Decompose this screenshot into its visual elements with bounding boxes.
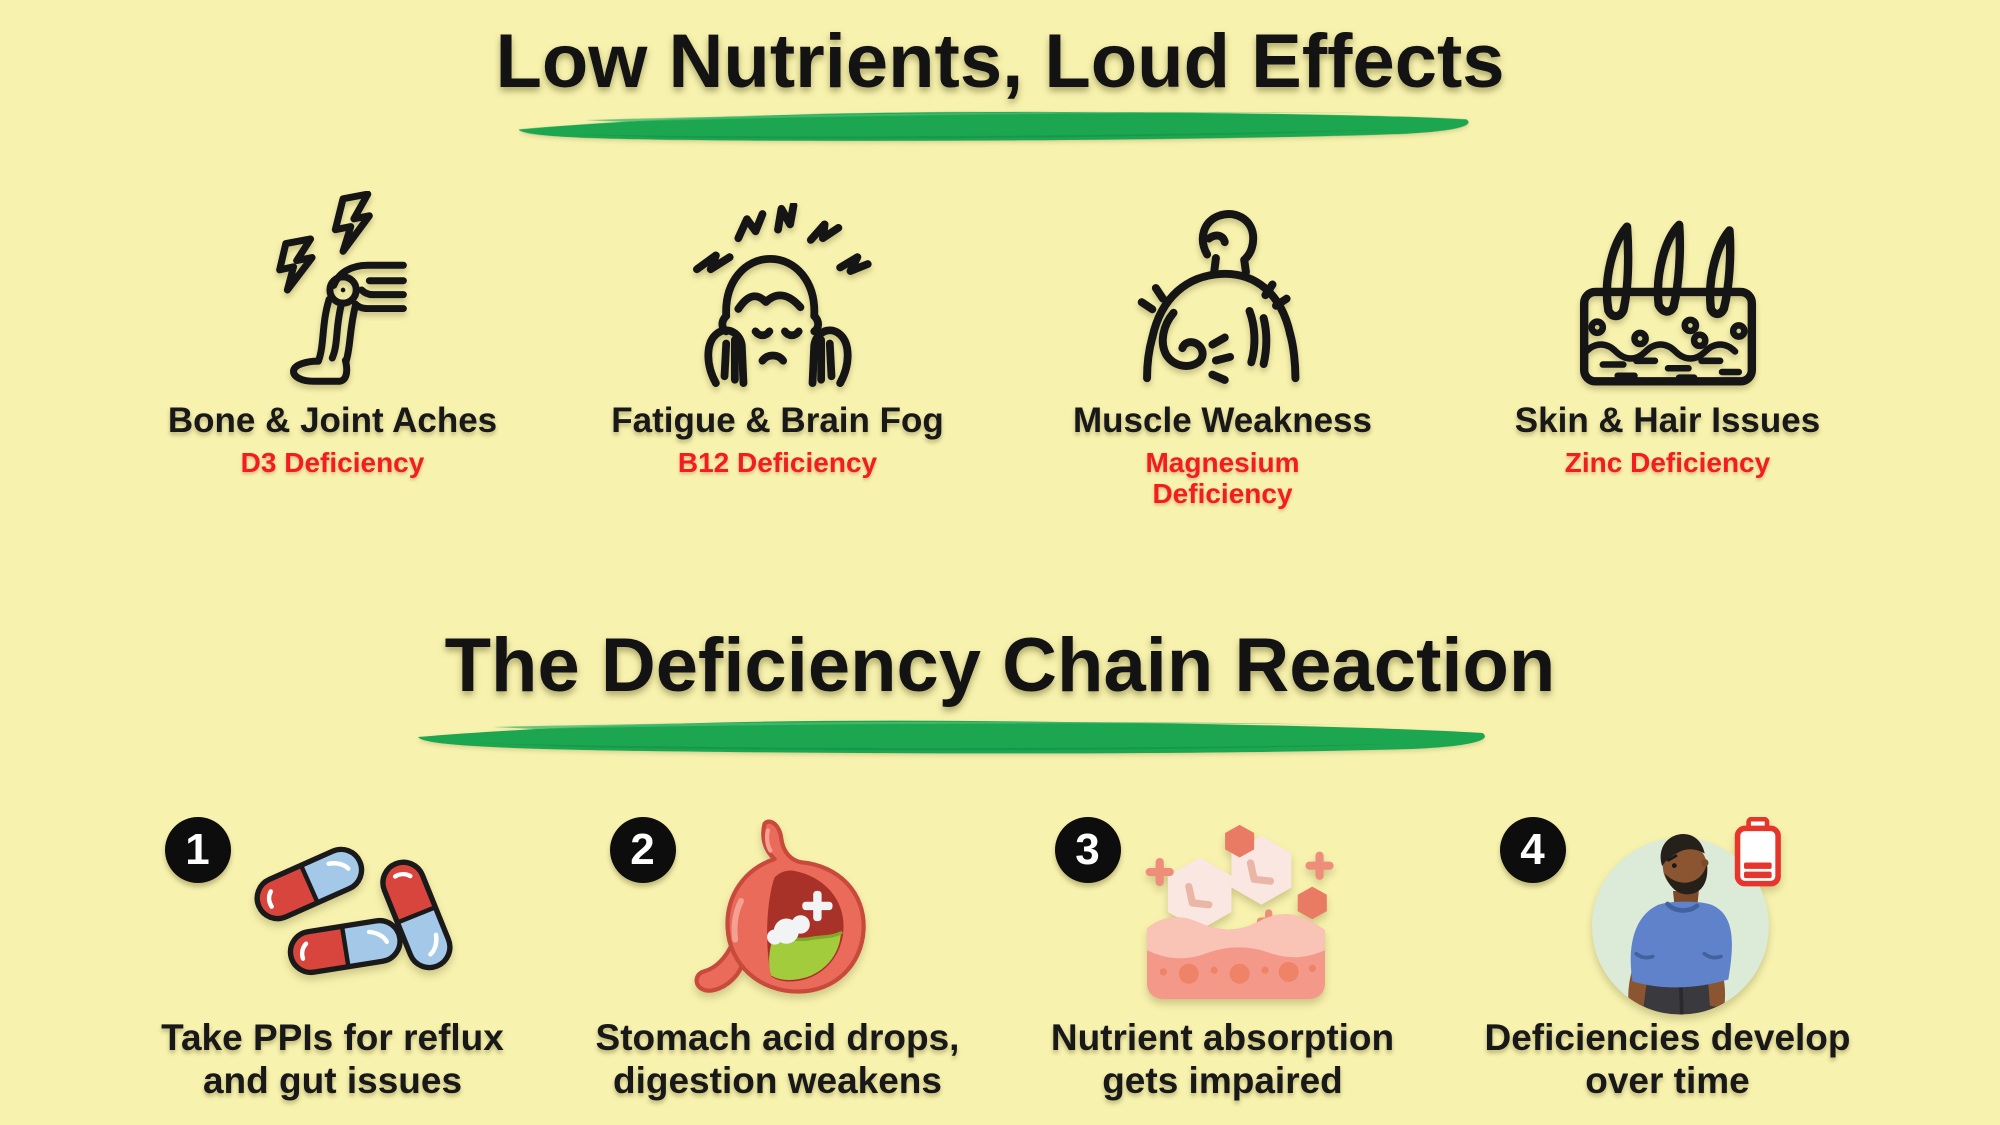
step-4: 4	[1445, 816, 1890, 1103]
green-brush-underline	[518, 111, 1468, 141]
symptom-label: Bone & Joint Aches	[167, 401, 498, 441]
step-text-line2: over time	[1585, 1059, 1750, 1101]
step-number-badge: 2	[609, 816, 676, 883]
stomach-acid-illustration	[694, 819, 866, 994]
step-text-line1: Deficiencies develop	[1484, 1016, 1851, 1058]
step-text-line2: gets impaired	[1102, 1059, 1343, 1101]
deficiency-label: B12 Deficiency	[677, 447, 878, 479]
symptom-label: Skin & Hair Issues	[1514, 401, 1821, 441]
symptom-skin-hair: Skin & Hair Issues Zinc Deficiency	[1445, 184, 1890, 510]
step-text-line2: and gut issues	[202, 1059, 463, 1101]
step-3: 3	[1000, 816, 1445, 1103]
step-text-line1: Take PPIs for reflux	[161, 1016, 504, 1058]
headache-fatigue-icon	[692, 203, 872, 388]
step-text-line1: Stomach acid drops,	[595, 1016, 960, 1058]
symptom-muscle-weakness: Muscle Weakness Magnesium Deficiency	[1000, 184, 1445, 510]
steps-row: 1	[110, 816, 1890, 1103]
symptom-bone-joint: Bone & Joint Aches D3 Deficiency	[110, 184, 555, 510]
back-muscle-pain-icon	[1137, 210, 1299, 384]
deficiency-label: D3 Deficiency	[240, 447, 425, 479]
deficiency-label: Magnesium Deficiency	[1145, 447, 1300, 510]
step-text-line1: Nutrient absorption	[1050, 1016, 1395, 1058]
gut-lining-absorption-illustration	[1145, 824, 1334, 999]
step-number-badge: 4	[1499, 816, 1566, 883]
symptom-label: Muscle Weakness	[1073, 401, 1372, 441]
step-1: 1	[110, 816, 555, 1103]
green-brush-underline	[417, 720, 1485, 754]
symptom-label: Fatigue & Brain Fog	[611, 401, 944, 441]
symptom-fatigue: Fatigue & Brain Fog B12 Deficiency	[555, 184, 1000, 510]
step-number-badge: 3	[1054, 816, 1121, 883]
section1-title: Low Nutrients, Loud Effects	[495, 19, 1505, 104]
step-number-badge: 1	[164, 816, 231, 883]
ppi-capsules-illustration	[227, 817, 479, 995]
deficiency-label: Zinc Deficiency	[1564, 447, 1771, 479]
symptoms-row: Bone & Joint Aches D3 Deficiency	[110, 184, 1890, 510]
skin-hair-follicles-icon	[1579, 220, 1756, 386]
section2-title: The Deficiency Chain Reaction	[444, 622, 1556, 708]
step-2: 2 Stomach acid drops,	[555, 816, 1000, 1103]
knee-joint-pain-icon	[275, 191, 407, 385]
low-battery-icon	[1734, 816, 1781, 887]
tired-man-low-battery-illustration	[1591, 816, 1781, 1015]
step-text-line2: digestion weakens	[613, 1059, 942, 1101]
